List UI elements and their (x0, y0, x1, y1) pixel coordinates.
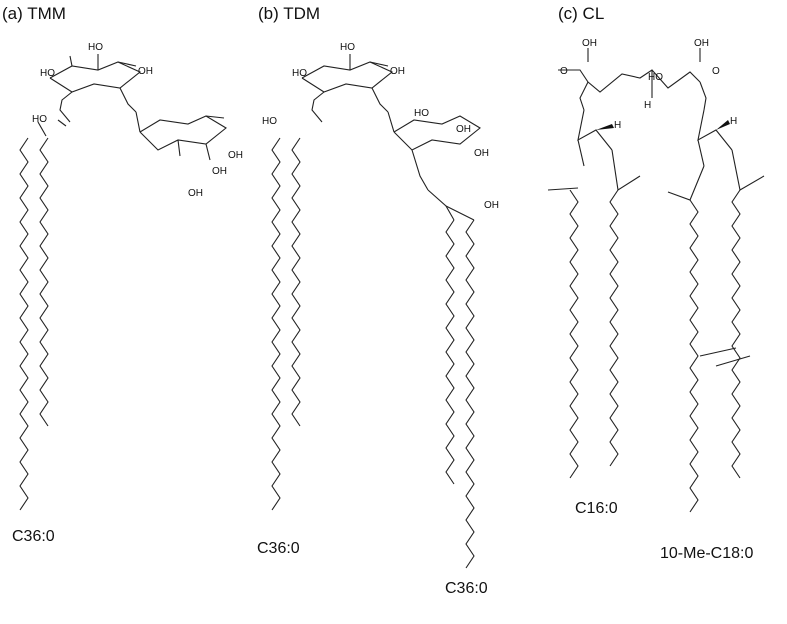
tmm-chain-1 (19, 137, 29, 511)
tdm-chain-3 (445, 219, 455, 485)
panel-b-chain-label-1: C36:0 (257, 540, 300, 557)
structure-layer: HO HO OH HO OH OH OH HO (19, 38, 765, 569)
tdm-structure: HO HO OH HO HO OH OH OH (262, 42, 499, 569)
cl-o-2: O (712, 66, 720, 77)
tdm-oh-4: OH (484, 200, 499, 211)
tdm-chain-4 (465, 219, 475, 569)
cl-h-2: H (614, 120, 621, 131)
tdm-oh-3: OH (474, 148, 489, 159)
panel-b-title: (b) TDM (258, 4, 321, 23)
cl-chain-1 (569, 189, 579, 479)
tdm-oh-1: OH (390, 66, 405, 77)
tdm-ho-3: HO (262, 116, 277, 127)
tmm-oh-2: OH (228, 150, 243, 161)
tdm-chain-2 (291, 137, 301, 427)
tdm-ho-1: HO (340, 42, 355, 53)
cl-oh-2: OH (694, 38, 709, 49)
tmm-ho-2: HO (40, 68, 55, 79)
tmm-chain-2 (39, 137, 49, 427)
tmm-ho-1: HO (88, 42, 103, 53)
cl-structure: OH OH O O HO H H H (547, 38, 765, 513)
panel-c-title: (c) CL (558, 4, 605, 23)
tdm-oh-2: OH (456, 124, 471, 135)
cl-h-1: H (644, 100, 651, 111)
panel-a-chain-label: C36:0 (12, 528, 55, 545)
cl-chain-4 (731, 189, 741, 479)
tmm-ho-3: HO (32, 114, 47, 125)
cl-o-1: O (560, 66, 568, 77)
panel-c-chain-label-2: 10-Me-C18:0 (660, 545, 754, 562)
cl-ho-1: HO (648, 72, 663, 83)
cl-chain-2 (609, 189, 619, 467)
tdm-ho-2: HO (292, 68, 307, 79)
tmm-structure: HO HO OH HO OH OH OH (19, 42, 243, 511)
panel-c-chain-label-1: C16:0 (575, 500, 618, 517)
cl-h-3: H (730, 116, 737, 127)
tmm-oh-1: OH (138, 66, 153, 77)
tdm-ho-4: HO (414, 108, 429, 119)
cl-oh-1: OH (582, 38, 597, 49)
tmm-oh-4: OH (188, 188, 203, 199)
panel-a-title: (a) TMM (2, 4, 66, 23)
cl-chain-3 (689, 199, 699, 513)
tdm-chain-1 (271, 137, 281, 511)
tmm-oh-3: OH (212, 166, 227, 177)
panel-b-chain-label-2: C36:0 (445, 580, 488, 597)
